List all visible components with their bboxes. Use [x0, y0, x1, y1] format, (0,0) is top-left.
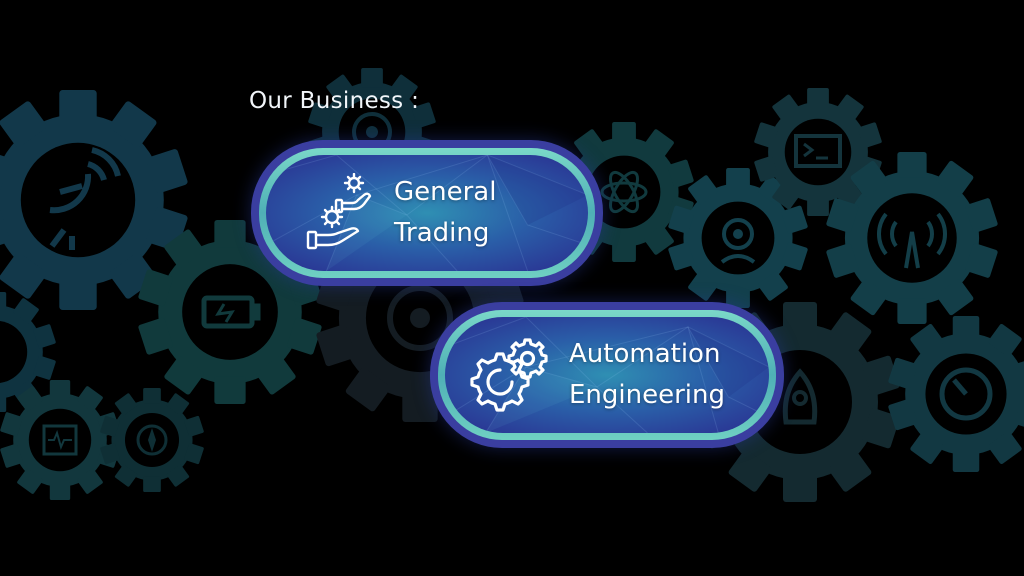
- gear-webcam: [668, 168, 808, 308]
- gears-icon: [470, 338, 548, 412]
- gear-antenna: [826, 152, 998, 324]
- card-label: General Trading: [394, 172, 496, 254]
- gear-compass: [100, 388, 204, 492]
- card-label: Automation Engineering: [569, 334, 725, 416]
- card-label-line2: Trading: [394, 218, 490, 248]
- gear-center-disk: [316, 214, 524, 422]
- general-trading-card[interactable]: General Trading: [251, 140, 603, 286]
- facet-pattern: [445, 317, 769, 433]
- automation-engineering-card[interactable]: Automation Engineering: [430, 302, 784, 448]
- facet-pattern: [266, 155, 588, 271]
- card-label-line2: Engineering: [569, 380, 725, 410]
- gear-atom: [554, 122, 694, 262]
- card-label-line1: General: [394, 177, 497, 207]
- card-ring: Automation Engineering: [438, 310, 776, 440]
- gear-satellite: [0, 90, 188, 310]
- card-label-line1: Automation: [569, 339, 721, 369]
- gear-chip: [0, 380, 120, 500]
- page-title: Our Business :: [249, 88, 420, 114]
- gear-dial: [888, 316, 1024, 472]
- card-face: Automation Engineering: [445, 317, 769, 433]
- gear-rocket: [700, 302, 900, 502]
- gear-terminal: [754, 88, 882, 216]
- gear-battery: [138, 220, 322, 404]
- card-ring: General Trading: [259, 148, 595, 278]
- hand-gear-icon: [306, 173, 372, 250]
- card-face: General Trading: [266, 155, 588, 271]
